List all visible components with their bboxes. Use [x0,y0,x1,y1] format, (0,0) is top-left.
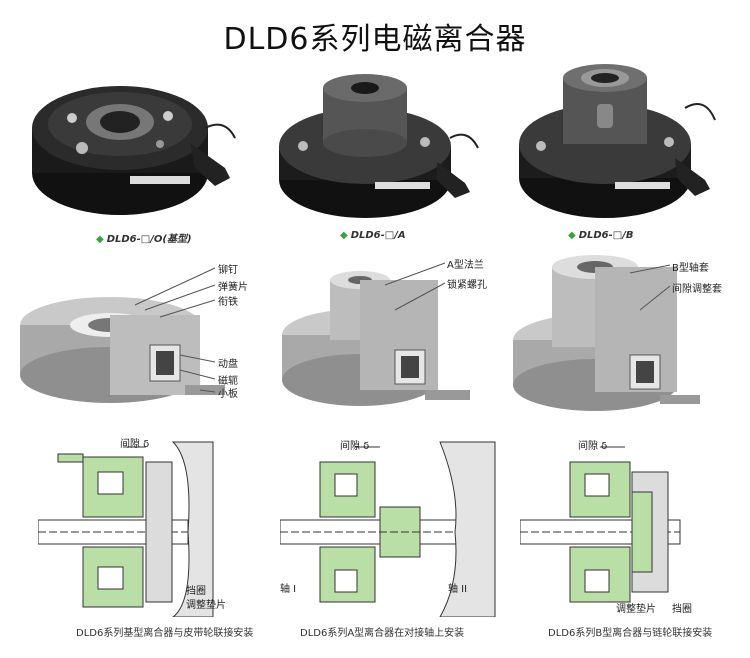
label-lock-screw-hole: 锁紧螺孔 [447,280,487,291]
label-a-flange: A型法兰 [447,260,484,271]
label-shaft-1: 轴 I [280,584,297,595]
page-title: DLD6系列电磁离合器 [223,22,527,57]
diamond-icon: ◆ [96,234,104,245]
bottom-caption-base: DLD6系列基型离合器与皮带轮联接安装 [76,628,254,639]
caption-a-type: ◆DLD6-□/A [340,230,406,241]
drawing-base-type-pulley: 间隙 δ 挡圈 调整垫片 [38,432,258,617]
product-photo-a-type [265,58,495,228]
product-photo-b-type [505,58,735,228]
label-shim: 调整垫片 [616,604,656,615]
cutaway-b-type: B型轴套 间隙调整套 [500,255,745,420]
label-gap: 间隙 δ [578,441,608,452]
label-moving-disk: 动盘 [218,359,238,370]
label-retaining-ring: 挡圈 [186,586,206,597]
caption-b-type: ◆DLD6-□/B [568,230,634,241]
label-armature: 衔铁 [218,297,238,308]
label-gap: 间隙 δ [120,439,150,450]
label-gap: 间隙 δ [340,441,370,452]
caption-base-type: ◆DLD6-□/O(基型) [96,234,192,245]
diamond-icon: ◆ [340,230,348,241]
bottom-caption-a: DLD6系列A型离合器在对接轴上安装 [300,628,465,639]
label-small-plate: 小板 [218,389,238,400]
cutaway-a-type: A型法兰 锁紧螺孔 [255,255,500,420]
label-b-sleeve: B型轴套 [672,263,709,274]
cutaway-base-type: 铆钉 弹簧片 衔铁 动盘 磁轭 小板 [10,255,255,420]
label-retaining-ring: 挡圈 [672,604,692,615]
label-shaft-2: 轴 II [448,584,468,595]
drawing-a-type-shaft: 间隙 δ 轴 I 轴 II [280,432,500,617]
drawing-b-type-sprocket: 间隙 δ 调整垫片 挡圈 [520,432,740,617]
label-rivet: 铆钉 [218,265,238,276]
label-spring-plate: 弹簧片 [218,282,248,293]
label-shim: 调整垫片 [186,600,226,611]
diamond-icon: ◆ [568,230,576,241]
product-photo-base-type [20,58,250,228]
label-yoke: 磁轭 [218,376,238,387]
bottom-caption-b: DLD6系列B型离合器与链轮联接安装 [548,628,713,639]
label-gap-adjust-sleeve: 间隙调整套 [672,284,722,295]
